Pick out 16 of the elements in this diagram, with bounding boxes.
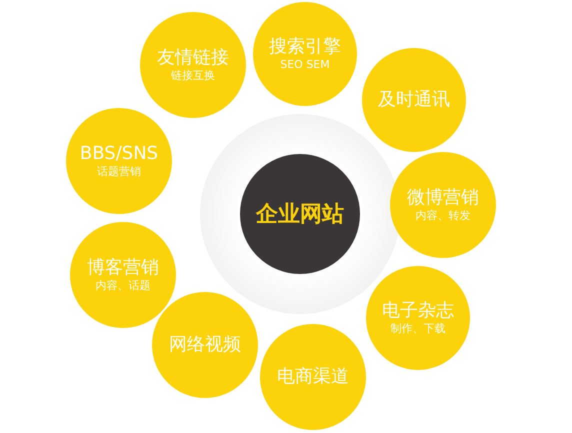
node-subtitle: 内容、话题 bbox=[96, 279, 150, 293]
node-title: 电商渠道 bbox=[277, 366, 349, 388]
node-subtitle: 内容、转发 bbox=[416, 209, 470, 223]
node-title: 博客营销 bbox=[87, 257, 159, 279]
node-subtitle: 链接互换 bbox=[171, 69, 215, 83]
node-title: BBS/SNS bbox=[80, 143, 158, 165]
node-title: 及时通讯 bbox=[378, 89, 450, 111]
node-title: 电子杂志 bbox=[382, 300, 454, 322]
node-title: 搜索引擎 bbox=[269, 36, 341, 58]
node-subtitle: SEO SEM bbox=[280, 58, 330, 72]
node-title: 企业网站 bbox=[256, 201, 344, 229]
node-subtitle: 话题营销 bbox=[97, 165, 141, 179]
node-title: 网络视频 bbox=[169, 334, 241, 356]
node-title: 友情链接 bbox=[157, 47, 229, 69]
node-title: 微博营销 bbox=[407, 187, 479, 209]
node-subtitle: 制作、下载 bbox=[390, 322, 446, 336]
